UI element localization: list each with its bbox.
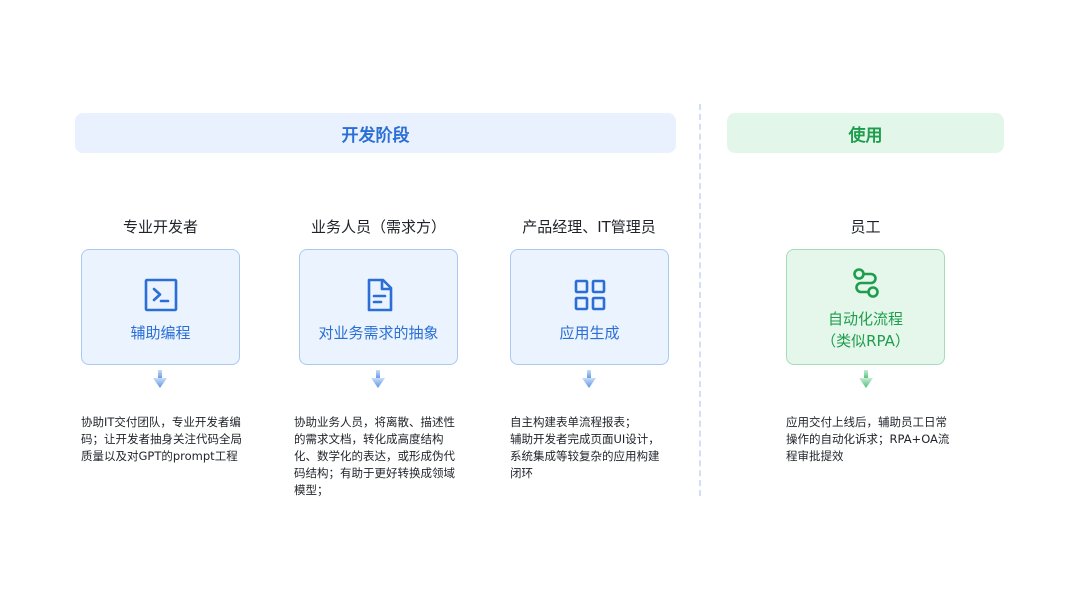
description-line: 码结构；有助于更好转换成领域 (294, 466, 455, 480)
description-developer: 协助IT交付团队，专业开发者编 码；让开发者抽身关注代码全局 质量以及对GPT的… (81, 414, 242, 465)
card-assisted-programming: 辅助编程 (81, 249, 240, 365)
card-app-generation: 应用生成 (510, 249, 669, 365)
card-label: 自动化流程 （类似RPA） (821, 308, 910, 352)
phase-development-banner: 开发阶段 (75, 113, 676, 153)
description-line: 协助业务人员，将离散、描述性 (294, 415, 455, 429)
card-label-line: （类似RPA） (821, 332, 910, 350)
description-line: 码；让开发者抽身关注代码全局 (81, 432, 242, 446)
role-title-business: 业务人员（需求方） (310, 218, 446, 236)
description-line: 自主构建表单流程报表； (510, 415, 637, 429)
description-line: 辅助开发者完成页面UI设计， (510, 432, 660, 446)
role-title-product-it: 产品经理、IT管理员 (522, 218, 656, 236)
role-title-employee: 员工 (850, 218, 881, 236)
card-label: 辅助编程 (130, 324, 191, 342)
document-icon (362, 278, 396, 312)
description-line: 模型； (294, 483, 329, 497)
card-label-line: 自动化流程 (827, 310, 903, 328)
phase-usage-label: 使用 (848, 125, 883, 146)
arrow-down-icon (859, 370, 873, 388)
description-line: 协助IT交付团队，专业开发者编 (81, 415, 241, 429)
description-line: 系统集成等较复杂的应用构建 (510, 449, 660, 463)
arrow-down-icon (371, 370, 385, 388)
card-label: 对业务需求的抽象 (318, 324, 439, 342)
card-label: 应用生成 (559, 324, 620, 342)
description-line: 质量以及对GPT的prompt工程 (81, 449, 238, 463)
description-line: 程审批提效 (786, 449, 844, 463)
description-line: 化、数学化的表达，或形成伪代 (294, 449, 455, 463)
description-business: 协助业务人员，将离散、描述性 的需求文档，转化成高度结构 化、数学化的表达，或形… (294, 414, 455, 499)
description-employee: 应用交付上线后，辅助员工日常 操作的自动化诉求；RPA+OA流 程审批提效 (786, 414, 949, 465)
phase-usage-banner: 使用 (727, 113, 1004, 153)
phase-divider (699, 104, 701, 496)
description-line: 应用交付上线后，辅助员工日常 (786, 415, 947, 429)
workflow-icon (849, 266, 883, 300)
role-title-developer: 专业开发者 (122, 218, 198, 236)
grid-icon (573, 278, 607, 312)
arrow-down-icon (153, 370, 167, 388)
description-line: 操作的自动化诉求；RPA+OA流 (786, 432, 950, 446)
card-requirement-abstraction: 对业务需求的抽象 (299, 249, 458, 365)
arrow-down-icon (582, 370, 596, 388)
description-product-it: 自主构建表单流程报表； 辅助开发者完成页面UI设计， 系统集成等较复杂的应用构建… (510, 414, 660, 482)
description-line: 的需求文档，转化成高度结构 (294, 432, 444, 446)
phase-development-label: 开发阶段 (341, 125, 410, 146)
description-line: 闭环 (510, 466, 533, 480)
terminal-icon (144, 278, 178, 312)
card-automation-flow: 自动化流程 （类似RPA） (786, 249, 945, 365)
